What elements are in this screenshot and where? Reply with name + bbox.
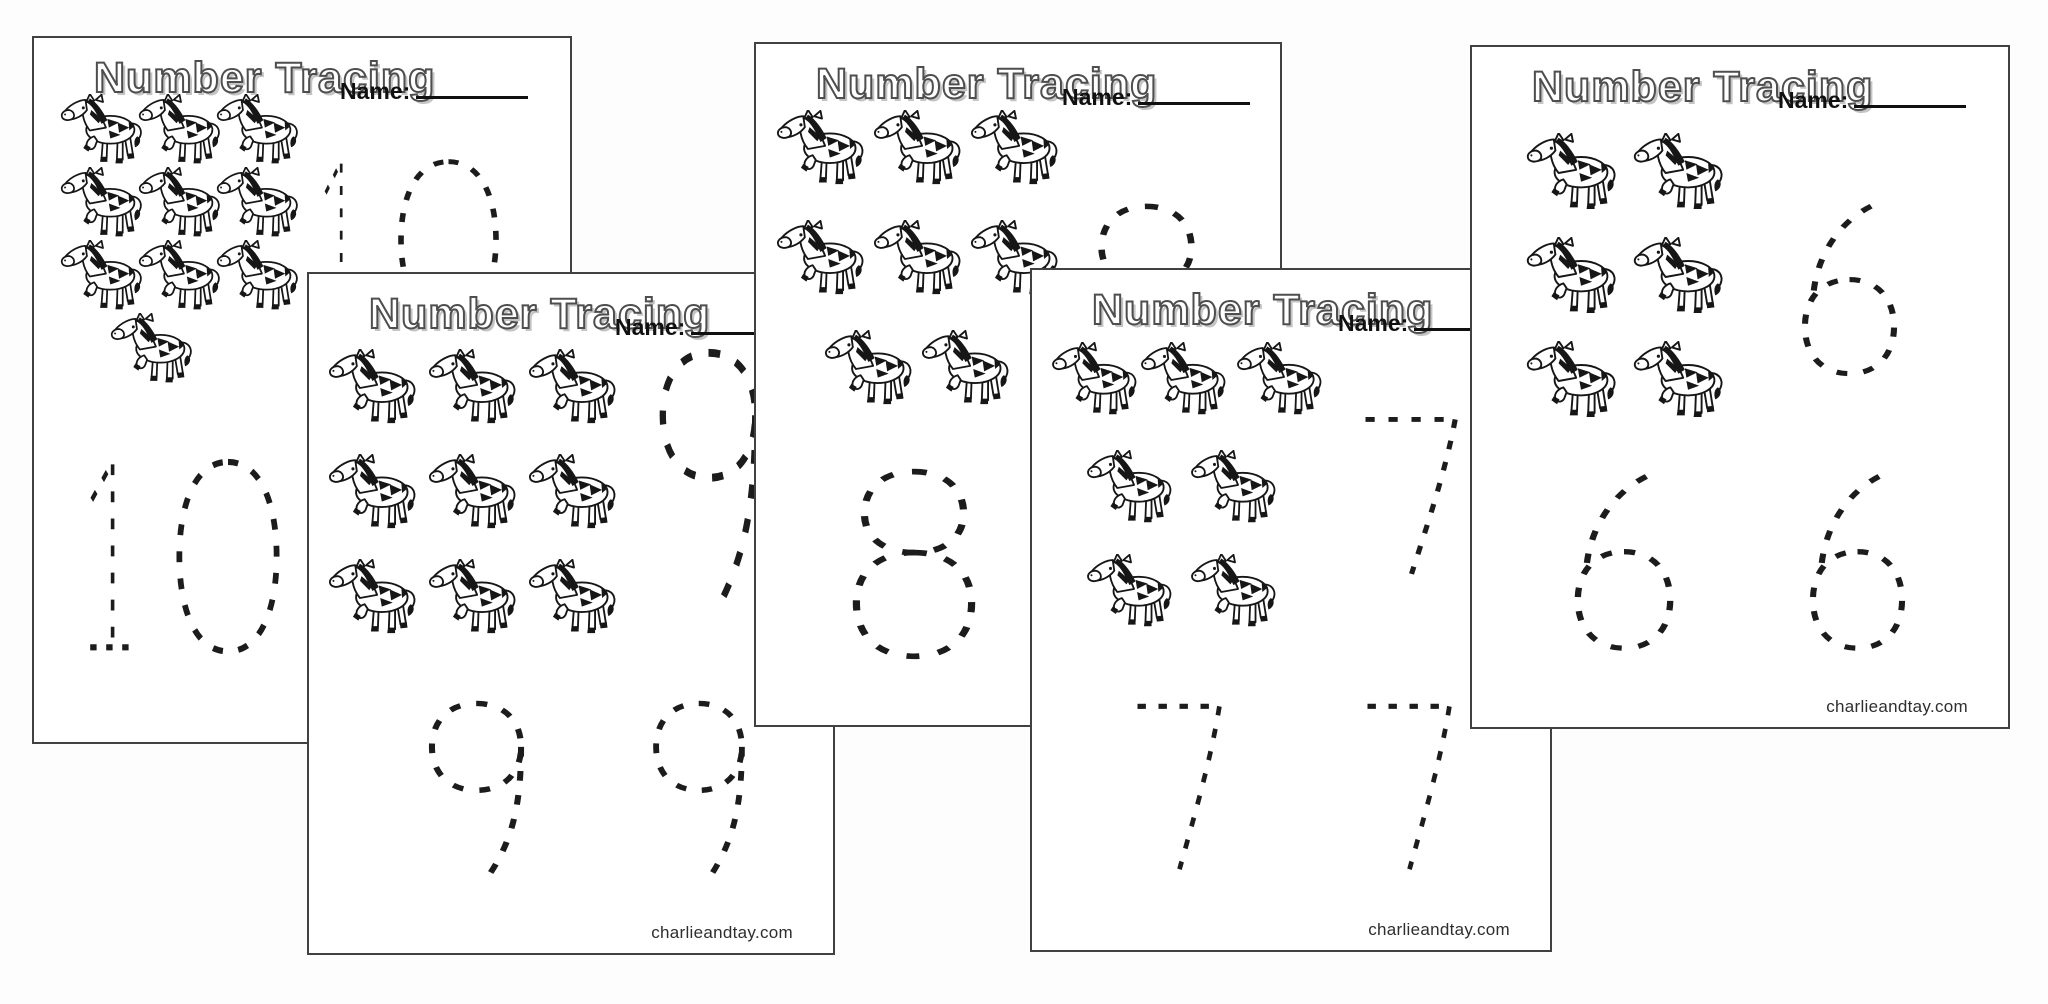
tracing-digit-6: [1782, 197, 1917, 392]
zebra-icon: [527, 349, 621, 427]
zebra-icon: [327, 349, 421, 427]
zebra-icon: [59, 167, 147, 240]
name-label: Name:: [340, 78, 411, 104]
zebra-icon: [1085, 450, 1177, 526]
zebra-icon: [920, 330, 1014, 408]
tracing-digit-6: [1790, 467, 1925, 667]
zebra-icon: [59, 94, 147, 167]
zebra-icon: [59, 240, 147, 313]
zebra-icon: [109, 313, 197, 386]
zebra-icon: [327, 559, 421, 637]
worksheet-page-9: Number Tracing Name: charlieandtay.com: [307, 272, 835, 955]
zebra-icon: [1235, 342, 1327, 418]
zebra-icon: [137, 94, 225, 167]
zebra-icon: [1632, 237, 1728, 317]
tracing-digit-9: [634, 689, 764, 894]
tracing-digit-8: [834, 459, 994, 674]
name-blank-line: [691, 314, 804, 335]
zebra-icon: [1050, 342, 1142, 418]
zebra-icon: [215, 167, 303, 240]
worksheet-title: Number Tracing: [368, 289, 711, 339]
zebra-icon: [1525, 237, 1621, 317]
zebra-icon: [1085, 554, 1177, 630]
zebra-icon: [1189, 554, 1281, 630]
zebra-icon: [137, 167, 225, 240]
tracing-digit-7: [1354, 402, 1469, 587]
name-blank-line: [1138, 84, 1251, 105]
watermark-text: charlieandtay.com: [1826, 697, 1968, 716]
zebra-icon: [1525, 133, 1621, 213]
zebra-icon: [775, 220, 869, 298]
name-blank-line: [416, 78, 529, 99]
zebra-icon: [427, 349, 521, 427]
name-row: Name:: [1778, 87, 1967, 114]
zebra-icon: [1632, 341, 1728, 421]
worksheet-title: Number Tracing: [1091, 285, 1434, 335]
worksheet-title: Number Tracing: [93, 53, 436, 103]
worksheet-page-7: Number Tracing Name: charlieandtay.com: [1030, 268, 1552, 952]
zebra-icon: [137, 240, 225, 313]
zebra-icon: [215, 94, 303, 167]
tracing-digit-1: [79, 443, 159, 673]
zebra-icon: [1139, 342, 1231, 418]
worksheet-title: Number Tracing: [1531, 62, 1874, 112]
worksheet-page-6: Number Tracing Name: charlieandtay.com: [1470, 45, 2010, 729]
zebra-icon: [427, 454, 521, 532]
zebra-icon: [969, 110, 1063, 188]
zebra-icon: [527, 454, 621, 532]
tracing-digit-9: [639, 332, 779, 627]
name-row: Name:: [1062, 84, 1251, 111]
zebra-icon: [1632, 133, 1728, 213]
tracing-digit-9: [409, 689, 544, 894]
name-label: Name:: [615, 314, 686, 340]
zebra-icon: [872, 220, 966, 298]
name-label: Name:: [1338, 310, 1409, 336]
zebra-icon: [1525, 341, 1621, 421]
zebra-icon: [1189, 450, 1281, 526]
name-label: Name:: [1062, 84, 1133, 110]
zebra-icon: [775, 110, 869, 188]
name-row: Name:: [340, 78, 529, 105]
zebra-icon: [327, 454, 421, 532]
name-label: Name:: [1778, 87, 1849, 113]
tracing-digit-7: [1127, 688, 1232, 883]
tracing-digit-6: [1554, 467, 1694, 667]
worksheet-title: Number Tracing: [815, 59, 1158, 109]
tracing-digit-7: [1357, 688, 1462, 883]
zebra-icon: [872, 110, 966, 188]
zebra-icon: [215, 240, 303, 313]
watermark-text: charlieandtay.com: [1368, 920, 1510, 939]
zebra-icon: [427, 559, 521, 637]
name-blank-line: [1854, 87, 1967, 108]
watermark-text: charlieandtay.com: [651, 923, 793, 942]
tracing-digit-0: [164, 443, 292, 673]
zebra-icon: [823, 330, 917, 408]
name-row: Name:: [615, 314, 804, 341]
zebra-icon: [527, 559, 621, 637]
